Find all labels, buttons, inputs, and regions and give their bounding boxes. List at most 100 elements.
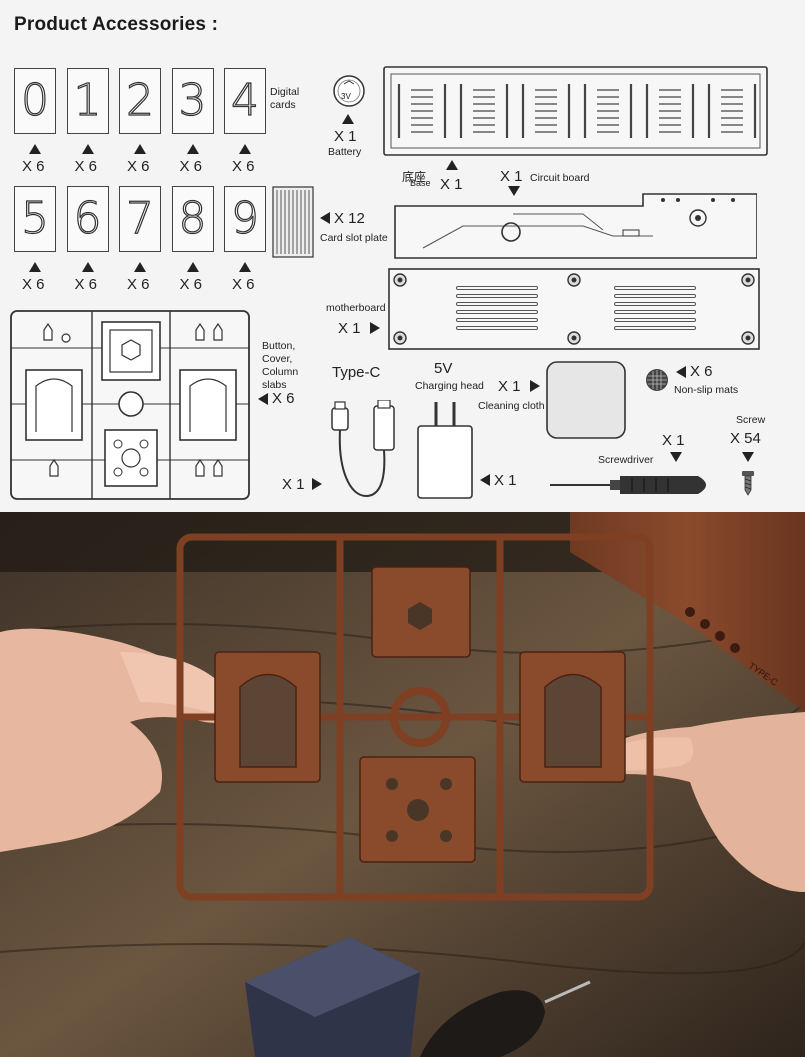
up-arrow-icon [134,144,146,154]
digit-card-6: 6 [66,186,109,252]
card-slot-label: Card slot plate [320,232,388,244]
left-hand [0,628,231,852]
up-arrow-icon [239,144,251,154]
up-arrow-icon [186,144,199,154]
screwdriver-photo [420,980,591,1057]
digit-card-number: 7 [125,193,154,244]
digit-card-number: 2 [125,75,154,126]
digit-card-7: 7 [119,186,161,252]
non-slip-mat-icon [646,369,668,391]
screwdriver-arrow-icon [670,452,682,462]
cleaning-arrow-icon [530,380,540,392]
motherboard-icon [388,268,760,350]
motherboard-qty: X 1 [338,320,361,337]
digit-card-5: 5 [14,186,56,252]
screwdriver-qty: X 1 [662,432,685,449]
nonslip-label: Non-slip mats [674,384,739,396]
card-slot-arrow-icon [320,212,330,224]
dark-box [245,937,420,1057]
digit-qty: X 6 [232,276,255,293]
screwdriver-icon [550,476,706,494]
cable-arrow-icon [312,478,322,490]
base-arrow-icon [446,160,458,170]
digit-qty: X 6 [179,276,203,293]
digit-card-number: 3 [178,75,207,126]
cleaning-cloth-icon [546,361,626,439]
screw-arrow-icon [742,452,754,462]
cleaning-label: Cleaning cloth [478,400,545,412]
circuit-qty: X 1 [500,168,523,185]
digit-card-2: 2 [119,68,161,134]
screwdriver-label: Screwdriver [598,454,654,466]
battery-arrow-icon [342,114,354,124]
up-arrow-icon [29,262,41,272]
card-slot-qty: X 12 [334,210,365,227]
button-cover-qty: X 6 [272,390,295,407]
digit-card-0: 0 [14,68,56,134]
base-rail-icon [383,66,768,156]
digit-qty: X 6 [22,276,45,293]
cleaning-qty: X 1 [498,378,521,395]
up-arrow-icon [186,262,199,272]
wooden-sprue-frame [176,533,654,901]
digit-card-9: 9 [224,186,266,252]
base-label: Base [410,178,431,188]
screw-qty: X 54 [730,430,761,447]
battery-cell-text: 3V [341,92,351,101]
digit-card-number: 8 [178,193,207,244]
base-cn-label: 底座 [402,170,427,184]
digit-qty: X 6 [232,158,255,175]
circuit-label: Circuit board [530,172,590,184]
digit-card-number: 0 [20,75,49,126]
battery-label: Battery [328,146,362,158]
digit-card-number: 4 [230,75,259,126]
nonslip-arrow-icon [676,366,686,378]
digit-card-number: 9 [230,193,259,244]
digit-qty: X 6 [74,158,98,175]
page-title: Product Accessories : [14,14,219,35]
cable-qty: X 1 [282,476,305,493]
battery-icon [333,75,365,107]
circuit-board-icon [394,193,757,259]
digit-card-4: 4 [224,68,266,134]
digit-card-number: 5 [20,193,49,244]
charger-qty: X 1 [494,472,517,489]
photo-scene: TYPE-C [0,512,805,1057]
button-cover-arrow-icon [258,393,268,405]
digit-card-1: 1 [66,68,109,134]
screw-label: Screw [736,414,766,426]
usb-cable-icon [331,400,395,498]
digital-cards-label: Digital cards [270,86,300,112]
type-c-label: Type-C [332,364,381,381]
digit-card-8: 8 [171,186,214,252]
digit-qty: X 6 [74,276,98,293]
nonslip-qty: X 6 [690,363,713,380]
digit-card-3: 3 [171,68,214,134]
5v-label: 5V [434,360,453,377]
battery-qty: X 1 [334,128,357,145]
motherboard-arrow-icon [370,322,380,334]
charger-arrow-icon [480,474,490,486]
up-arrow-icon [81,144,94,154]
up-arrow-icon [81,262,94,272]
digit-qty: X 6 [179,158,203,175]
up-arrow-icon [29,144,41,154]
up-arrow-icon [239,262,251,272]
digit-qty: X 6 [127,158,150,175]
screw-icon [742,471,754,496]
base-qty: X 1 [440,176,463,193]
up-arrow-icon [134,262,146,272]
digit-qty: X 6 [127,276,150,293]
product-photo: TYPE-C [0,512,805,1057]
sprue-frame-icon [10,310,250,500]
digit-qty: X 6 [22,158,45,175]
digit-card-number: 6 [73,193,102,244]
circuit-arrow-icon [508,186,520,196]
digit-card-number: 1 [73,75,102,126]
charger-icon [417,402,473,499]
motherboard-label: motherboard [326,302,386,314]
card-slot-plate-icon [272,186,314,258]
button-cover-label: Button, Cover, Column slabs [262,340,299,392]
charging-head-label: Charging head [415,380,484,392]
